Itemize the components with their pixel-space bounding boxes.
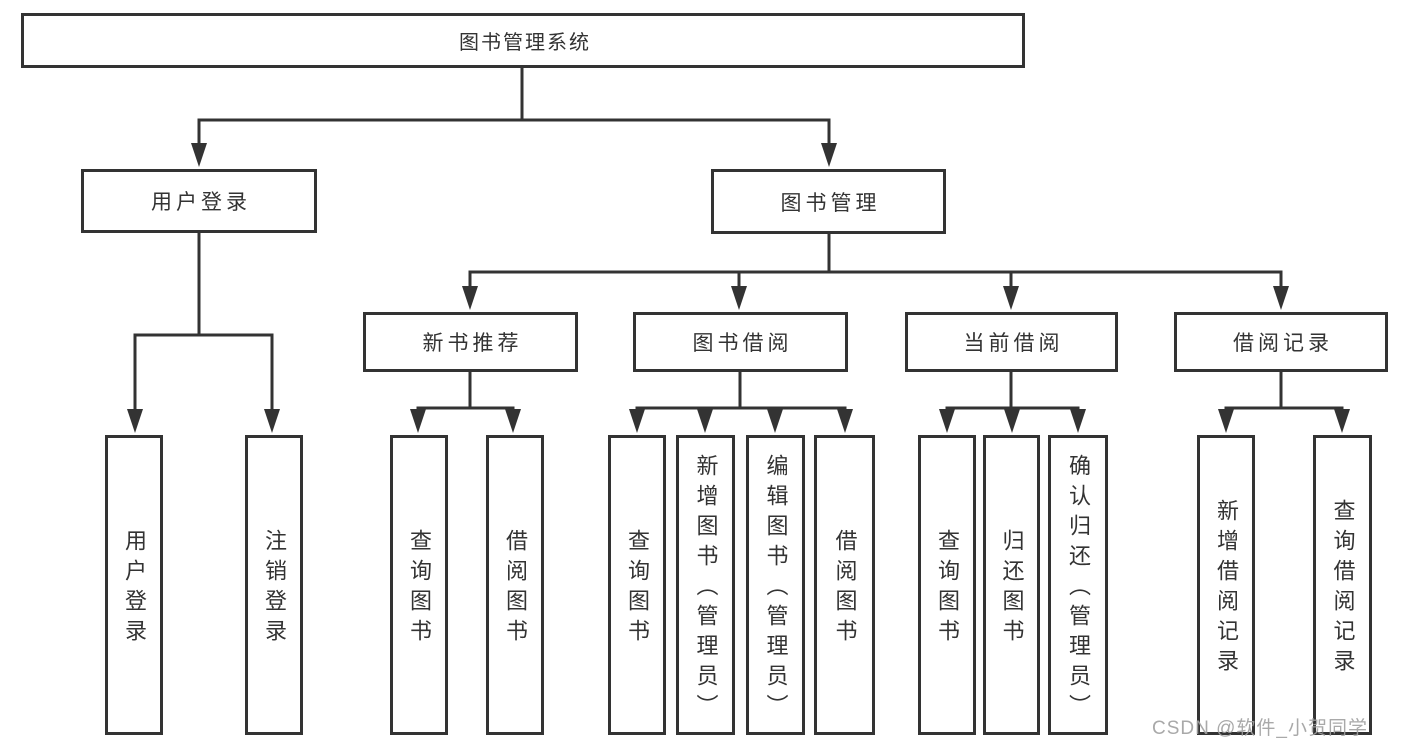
node-bb-add-books-label: 新增图书（管理员） <box>693 454 719 724</box>
node-cb-query-books: 查询图书 <box>918 435 976 735</box>
node-bb-edit-books-label: 编辑图书（管理员） <box>763 454 789 724</box>
arrow-down-icon <box>1334 409 1350 433</box>
node-cb-confirm-return-label: 确认归还（管理员） <box>1066 454 1091 724</box>
arrow-down-icon <box>505 409 521 433</box>
node-cb-return-books: 归还图书 <box>983 435 1040 735</box>
arrow-down-icon <box>821 143 837 167</box>
arrow-down-icon <box>939 409 955 433</box>
node-bb-query-books-label: 查询图书 <box>625 529 650 649</box>
node-cb-return-books-label: 归还图书 <box>999 529 1025 649</box>
arrow-down-icon <box>697 409 713 433</box>
node-cb-confirm-return: 确认归还（管理员） <box>1048 435 1108 735</box>
arrow-down-icon <box>191 143 207 167</box>
node-bb-query-books: 查询图书 <box>608 435 666 735</box>
node-new-book-recommend-label: 新书推荐 <box>422 332 523 355</box>
watermark: CSDN @软件_小贺同学 <box>1152 718 1368 739</box>
arrow-down-icon <box>1003 286 1019 310</box>
node-current-borrow-label: 当前借阅 <box>963 332 1064 355</box>
arrowhead-group <box>127 143 1350 433</box>
node-nb-query-books: 查询图书 <box>390 435 448 735</box>
node-root-system-label: 图书管理系统 <box>459 32 591 54</box>
arrow-down-icon <box>731 286 747 310</box>
node-borrow-records: 借阅记录 <box>1174 312 1388 372</box>
arrow-down-icon <box>1273 286 1289 310</box>
node-br-query-record: 查询借阅记录 <box>1313 435 1372 735</box>
node-book-management: 图书管理 <box>711 169 946 234</box>
node-nb-query-books-label: 查询图书 <box>407 529 432 649</box>
node-br-add-record-label: 新增借阅记录 <box>1214 499 1239 679</box>
arrow-down-icon <box>410 409 426 433</box>
node-nb-borrow-books-label: 借阅图书 <box>503 529 528 649</box>
node-user-login-label: 用户登录 <box>151 191 251 214</box>
node-current-borrow: 当前借阅 <box>905 312 1118 372</box>
arrow-down-icon <box>1070 409 1086 433</box>
arrow-down-icon <box>629 409 645 433</box>
node-bb-add-books: 新增图书（管理员） <box>676 435 735 735</box>
node-new-book-recommend: 新书推荐 <box>363 312 578 372</box>
arrow-down-icon <box>837 409 853 433</box>
node-leaf-logout-label: 注销登录 <box>262 529 287 649</box>
node-leaf-user-login-label: 用户登录 <box>122 529 147 649</box>
arrow-down-icon <box>462 286 478 310</box>
node-bb-edit-books: 编辑图书（管理员） <box>746 435 805 735</box>
node-leaf-logout: 注销登录 <box>245 435 303 735</box>
node-user-login: 用户登录 <box>81 169 317 233</box>
node-book-management-label: 图书管理 <box>780 191 881 215</box>
arrow-down-icon <box>1004 409 1020 433</box>
node-borrow-records-label: 借阅记录 <box>1233 332 1333 355</box>
node-cb-query-books-label: 查询图书 <box>935 529 960 649</box>
node-root-system: 图书管理系统 <box>21 13 1025 68</box>
node-br-query-record-label: 查询借阅记录 <box>1330 499 1356 679</box>
arrow-down-icon <box>1218 409 1234 433</box>
arrow-down-icon <box>127 409 143 433</box>
arrow-down-icon <box>767 409 783 433</box>
node-book-borrow-label: 图书借阅 <box>692 332 793 355</box>
node-bb-borrow-books-label: 借阅图书 <box>832 529 858 649</box>
node-nb-borrow-books: 借阅图书 <box>486 435 544 735</box>
node-br-add-record: 新增借阅记录 <box>1197 435 1255 735</box>
node-leaf-user-login: 用户登录 <box>105 435 163 735</box>
arrow-down-icon <box>264 409 280 433</box>
node-bb-borrow-books: 借阅图书 <box>814 435 875 735</box>
node-book-borrow: 图书借阅 <box>633 312 848 372</box>
